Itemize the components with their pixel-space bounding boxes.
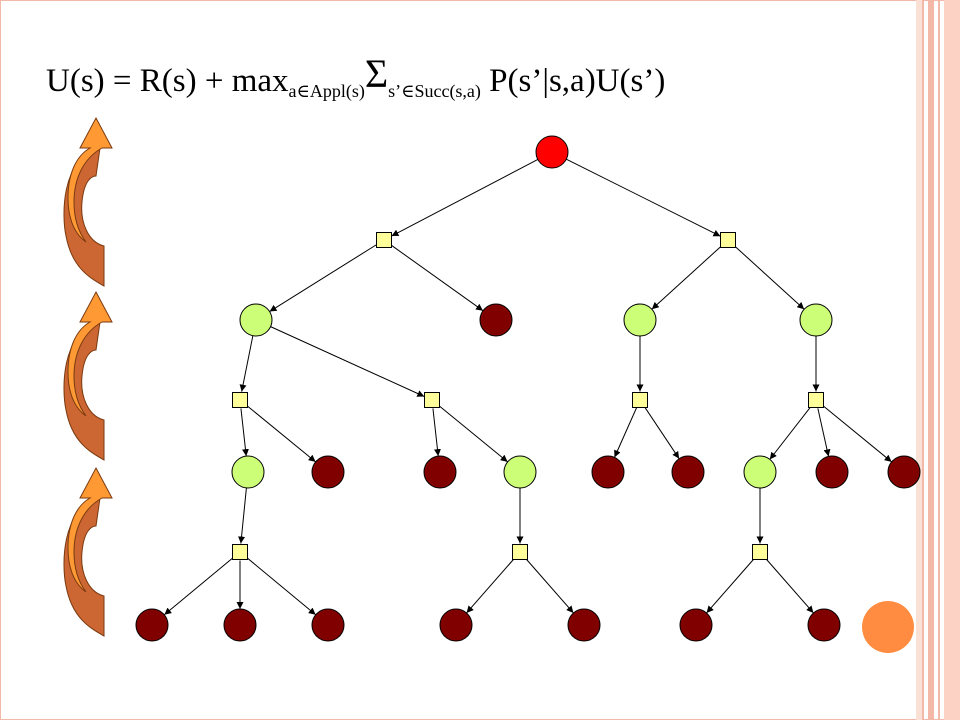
terminal-state-node xyxy=(439,608,473,642)
tree-edge xyxy=(769,406,812,460)
terminal-state-node xyxy=(671,455,705,489)
state-node xyxy=(231,455,265,489)
tree-edge xyxy=(432,408,441,457)
terminal-state-node xyxy=(679,608,713,642)
terminal-state-node xyxy=(135,608,169,642)
state-node xyxy=(503,455,537,489)
sigma-symbol: Σ xyxy=(364,51,389,96)
tree-edge xyxy=(614,407,638,458)
tree-edge xyxy=(269,244,378,312)
action-node xyxy=(752,544,768,560)
tree-edge xyxy=(238,487,247,544)
formula-max-subscript: a∈Appl(s) xyxy=(288,81,365,101)
action-node xyxy=(424,392,440,408)
tree-edge xyxy=(438,404,508,463)
tree-edge xyxy=(706,558,755,614)
terminal-state-node xyxy=(311,455,345,489)
terminal-state-node xyxy=(223,608,257,642)
tree-edges xyxy=(163,158,892,616)
tree-edge xyxy=(240,408,249,457)
formula-sum-subscript: s’∈Succ(s,a) xyxy=(388,81,481,101)
tree-edge xyxy=(817,408,831,457)
action-node xyxy=(720,232,736,248)
state-node xyxy=(799,303,833,337)
tree-edge xyxy=(822,404,892,463)
tree-edge xyxy=(390,244,484,312)
tree-edge xyxy=(733,245,805,310)
orange-dot xyxy=(862,601,914,653)
action-node xyxy=(232,544,248,560)
state-node xyxy=(743,455,777,489)
tree-edge xyxy=(651,245,723,310)
backup-arrow-icon xyxy=(63,116,113,287)
formula-lhs: U(s) = R(s) + max xyxy=(46,63,289,99)
tree-edge xyxy=(270,326,425,397)
terminal-state-node xyxy=(815,455,849,489)
tree-nodes xyxy=(135,135,921,642)
tree-edge xyxy=(163,557,234,616)
terminal-state-node xyxy=(567,608,601,642)
tree-edge xyxy=(239,335,254,392)
action-node xyxy=(808,392,824,408)
terminal-state-node xyxy=(311,608,345,642)
tree-edge xyxy=(246,404,316,463)
utility-formula: U(s) = R(s) + maxa∈Appl(s)Σs’∈Succ(s,a) … xyxy=(46,51,666,101)
terminal-state-node xyxy=(423,455,457,489)
backup-arrow-icon xyxy=(63,466,113,637)
formula-rhs: P(s’|s,a)U(s’) xyxy=(480,63,666,99)
action-node xyxy=(232,392,248,408)
tree-edge xyxy=(644,406,680,459)
tree-edge xyxy=(391,158,539,237)
tree-edge xyxy=(246,557,317,616)
terminal-state-node xyxy=(887,455,921,489)
tree-edge xyxy=(765,558,814,614)
terminal-state-node xyxy=(591,455,625,489)
root-state-node xyxy=(535,135,569,169)
state-node xyxy=(623,303,657,337)
action-node xyxy=(632,392,648,408)
backup-arrow-icon xyxy=(63,290,113,461)
action-node xyxy=(512,544,528,560)
tree-edge xyxy=(466,558,515,614)
terminal-state-node xyxy=(807,608,841,642)
tree-edge xyxy=(525,558,574,614)
tree-edge xyxy=(566,158,721,237)
action-node xyxy=(376,232,392,248)
terminal-state-node xyxy=(479,303,513,337)
state-node xyxy=(239,303,273,337)
backup-arrows xyxy=(63,116,113,637)
